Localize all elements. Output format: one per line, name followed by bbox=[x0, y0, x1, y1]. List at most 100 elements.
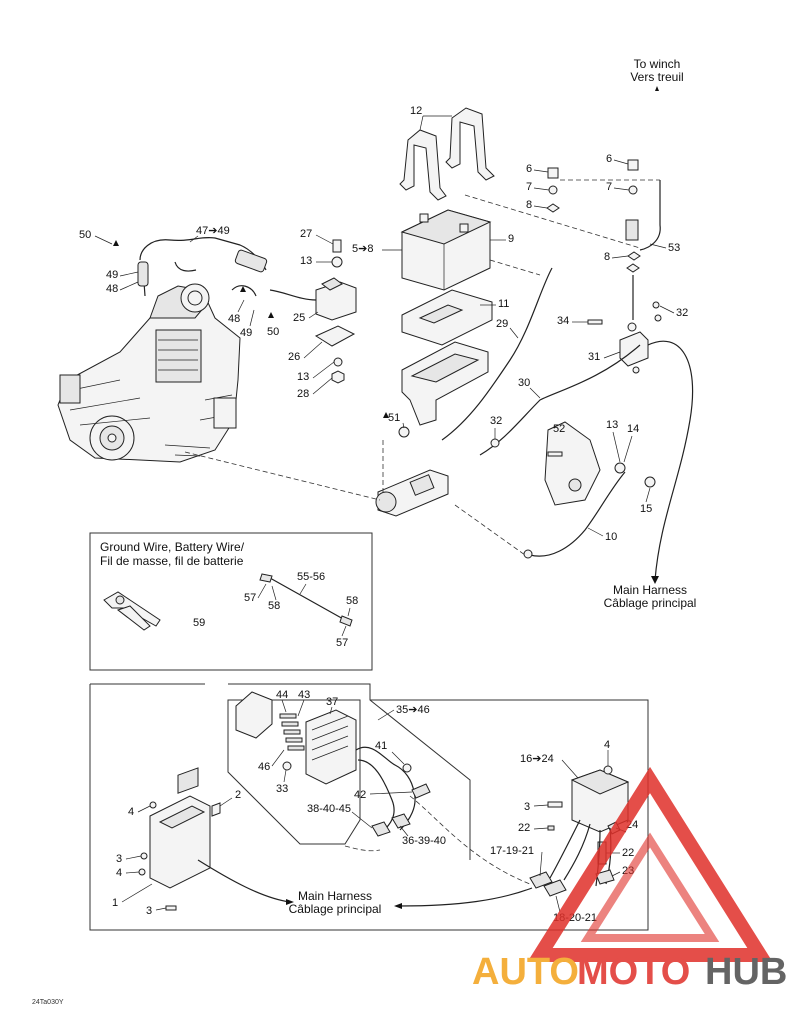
callout-13a: 13 bbox=[300, 255, 312, 267]
callout-47: 47➔49 bbox=[196, 225, 230, 237]
callouts-upper: 12 6 7 8 6 7 50 47➔49 27 5➔8 9 53 8 49 4… bbox=[79, 105, 688, 543]
callout-16: 16➔24 bbox=[520, 753, 554, 765]
callout-6b: 6 bbox=[606, 153, 612, 165]
cdi-module bbox=[149, 767, 211, 889]
nut-32b bbox=[654, 314, 662, 322]
callout-44: 44 bbox=[276, 689, 288, 701]
battery-support bbox=[401, 341, 489, 426]
callout-14: 14 bbox=[627, 423, 639, 435]
lower-frame bbox=[89, 683, 649, 931]
callout-34: 34 bbox=[557, 315, 569, 327]
winch-cable bbox=[639, 180, 661, 251]
callout-25: 25 bbox=[293, 312, 305, 324]
callout-53: 53 bbox=[668, 242, 680, 254]
drop-icon-3 bbox=[240, 286, 246, 292]
callout-51: 51 bbox=[388, 412, 400, 424]
callout-46: 46 bbox=[258, 761, 270, 773]
bolt-27 bbox=[332, 239, 342, 253]
to-winch-label-fr: Vers treuil bbox=[630, 70, 683, 84]
crimp-tool-illustration bbox=[103, 591, 161, 631]
callout-50a: 50 bbox=[79, 229, 91, 241]
battery-tray bbox=[401, 289, 493, 346]
arrow-left-icon bbox=[394, 903, 402, 909]
rectifier-wires bbox=[549, 819, 612, 887]
callout-52: 52 bbox=[553, 423, 565, 435]
ground-wire-inset bbox=[89, 532, 373, 671]
washer-13 bbox=[333, 357, 343, 367]
callout-22b: 22 bbox=[622, 847, 634, 859]
main-harness-lower-label-en: Main Harness bbox=[298, 889, 372, 903]
nut-8b bbox=[627, 251, 641, 261]
ground-cable-10 bbox=[529, 471, 626, 557]
automotohub-watermark: AUTO MOTO HUB bbox=[472, 766, 787, 993]
connector-38 bbox=[371, 821, 391, 837]
callout-42: 42 bbox=[354, 789, 366, 801]
callout-6a: 6 bbox=[526, 163, 532, 175]
dashed-guide-2 bbox=[489, 259, 541, 276]
callout-17: 17-19-21 bbox=[490, 845, 534, 857]
connector-51 bbox=[398, 426, 410, 438]
dashed-guide-3 bbox=[184, 451, 381, 501]
small-hose bbox=[231, 285, 257, 297]
grommet-2 bbox=[211, 802, 221, 817]
ground-area bbox=[544, 421, 656, 506]
callout-5: 5➔8 bbox=[352, 243, 373, 255]
arrow-right-icon bbox=[286, 899, 294, 905]
connector-42 bbox=[411, 783, 431, 799]
screw-4a bbox=[603, 765, 613, 775]
connector-18 bbox=[543, 879, 567, 897]
callout-7a: 7 bbox=[526, 181, 532, 193]
screw-3b bbox=[140, 852, 148, 860]
drop-icon bbox=[113, 240, 119, 246]
dashed-guide-4 bbox=[454, 504, 526, 556]
callout-32a: 32 bbox=[676, 307, 688, 319]
main-harness-label-fr: Câblage principal bbox=[604, 596, 697, 610]
connector-23 bbox=[595, 869, 615, 885]
ground-inset-title-en: Ground Wire, Battery Wire/ bbox=[100, 540, 245, 554]
connector-block bbox=[305, 709, 357, 785]
callout-12: 12 bbox=[410, 105, 422, 117]
callout-38: 38-40-45 bbox=[307, 803, 351, 815]
ecu-frame-outline bbox=[228, 683, 471, 860]
battery-cable-29 bbox=[441, 267, 553, 441]
callout-32b: 32 bbox=[490, 415, 502, 427]
drop-icon-2 bbox=[268, 312, 274, 318]
starter-solenoid bbox=[619, 322, 649, 374]
screw-3a bbox=[547, 801, 563, 808]
callout-15: 15 bbox=[640, 503, 652, 515]
washer-7a bbox=[548, 185, 558, 195]
terminal-pins bbox=[279, 713, 305, 751]
coil-bracket bbox=[314, 325, 356, 347]
nut-8a bbox=[546, 203, 560, 213]
connector-cap bbox=[235, 691, 273, 739]
callout-49a: 49 bbox=[106, 269, 118, 281]
nut-32 bbox=[652, 301, 660, 309]
ecu-frame-left bbox=[227, 699, 361, 845]
dashed-guide bbox=[464, 194, 641, 249]
callout-27: 27 bbox=[300, 228, 312, 240]
callout-48a: 48 bbox=[106, 283, 118, 295]
engine-illustration bbox=[57, 283, 241, 463]
connector-41 bbox=[402, 763, 412, 773]
clip-22a bbox=[547, 825, 555, 831]
screw-33 bbox=[282, 761, 292, 771]
callout-8a: 8 bbox=[526, 199, 532, 211]
callout-58a: 58 bbox=[268, 600, 280, 612]
callout-30: 30 bbox=[518, 377, 530, 389]
nut-13 bbox=[331, 256, 343, 268]
callout-28: 28 bbox=[297, 388, 309, 400]
watermark-hub: HUB bbox=[705, 951, 787, 993]
callout-33: 33 bbox=[276, 783, 288, 795]
callout-58b: 58 bbox=[346, 595, 358, 607]
callout-48b: 48 bbox=[228, 313, 240, 325]
callout-9: 9 bbox=[508, 233, 514, 245]
screw-34 bbox=[587, 319, 603, 325]
battery bbox=[400, 209, 492, 291]
callout-3c: 3 bbox=[146, 905, 152, 917]
callout-31: 31 bbox=[588, 351, 600, 363]
battery-straps bbox=[399, 107, 495, 201]
callout-36: 36-39-40 bbox=[402, 835, 446, 847]
sub-harness bbox=[355, 746, 416, 831]
callout-29: 29 bbox=[496, 318, 508, 330]
callout-26: 26 bbox=[288, 351, 300, 363]
